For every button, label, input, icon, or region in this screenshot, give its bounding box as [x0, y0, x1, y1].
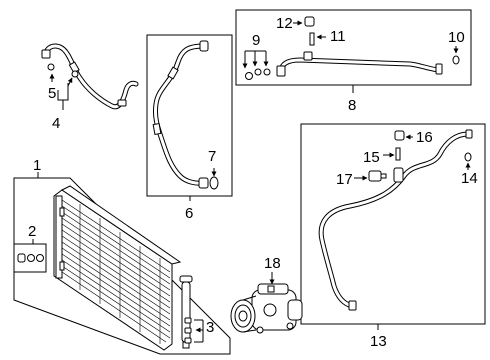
callout-17: 17: [336, 171, 353, 188]
callout-1: 1: [33, 157, 41, 174]
filter-kit-2: [13, 243, 47, 273]
o-rings-9: [245, 68, 271, 80]
callout-2: 2: [28, 223, 36, 240]
callout-8: 8: [348, 97, 356, 114]
o-ring-14: [464, 152, 472, 162]
callout-4: 4: [52, 115, 60, 132]
group-18-compressor: 18: [230, 255, 303, 334]
o-rings-3: [184, 317, 192, 344]
callout-15: 15: [363, 149, 380, 166]
callout-6: 6: [185, 205, 193, 222]
callout-12: 12: [276, 15, 293, 32]
o-ring-5b: [71, 70, 79, 78]
callout-9: 9: [252, 32, 260, 49]
callout-5: 5: [48, 85, 56, 102]
valve-core-11: [309, 32, 315, 46]
suction-line-tube: [318, 129, 473, 311]
liquid-line-tube: [276, 51, 443, 77]
callout-3: 3: [206, 319, 214, 336]
callout-16: 16: [416, 129, 433, 146]
group-6-discharge-hose: 7 6: [146, 34, 233, 222]
callout-7: 7: [208, 148, 216, 165]
group-1-condenser: 1: [13, 157, 231, 355]
group-8-liquid-line: 12 11 9 10 8: [235, 9, 472, 114]
group-4-5-suction-hose: 5 4: [41, 43, 139, 132]
box-6: [146, 34, 233, 197]
o-ring-10: [452, 55, 460, 65]
compressor: [230, 283, 303, 334]
cap-16: [394, 130, 405, 141]
callout-11: 11: [330, 28, 346, 45]
o-ring-5a: [47, 63, 55, 71]
pressure-switch-17: [368, 170, 387, 182]
group-13-suction-line: 16 15 17 14 13: [300, 123, 486, 350]
callout-14: 14: [461, 170, 478, 187]
discharge-hose: [152, 40, 209, 189]
valve-core-15: [395, 147, 401, 161]
o-ring-7: [209, 176, 219, 190]
condenser: [53, 185, 182, 351]
box-13: [300, 123, 486, 325]
receiver-drier: [179, 275, 193, 349]
callout-18: 18: [264, 255, 281, 272]
callout-13: 13: [370, 333, 387, 350]
callout-10: 10: [448, 29, 465, 46]
suction-hose: [41, 43, 139, 110]
cap-12: [304, 16, 315, 27]
